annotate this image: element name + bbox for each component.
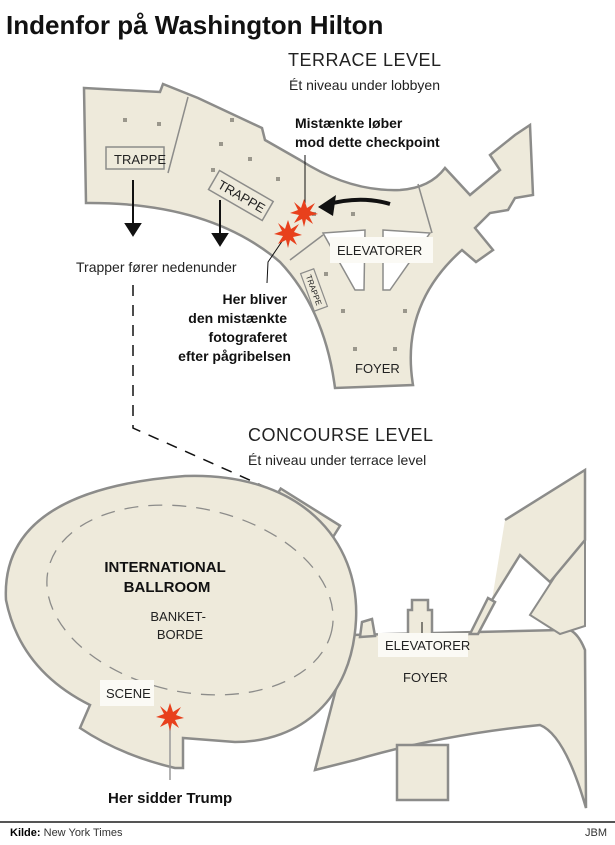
- stairs-note: Trapper fører nedenunder: [76, 259, 237, 275]
- terrace-stairs-1: [105, 146, 165, 170]
- stairs-down-arrows: [124, 180, 229, 247]
- arrow-down-icon: [211, 233, 229, 247]
- terrace-subheading: Ét niveau under lobbyen: [289, 77, 440, 93]
- checkpoint-annotation: Mistænkte løber mod dette checkpoint: [295, 115, 440, 150]
- starburst-icon: [290, 199, 318, 227]
- starburst-icon: [156, 703, 184, 731]
- photo-annotation: Her bliver den mistænkte fotograferet ef…: [178, 291, 291, 364]
- arrow-down-icon: [124, 223, 142, 237]
- arrow-head-icon: [318, 195, 336, 216]
- concourse-elevators-label: ELEVATORER: [385, 638, 470, 653]
- terrace-heading: TERRACE LEVEL: [288, 50, 442, 70]
- source-credit: Kilde: New York Times: [10, 827, 123, 839]
- incident-markers: [274, 199, 318, 248]
- concourse-heading: CONCOURSE LEVEL: [248, 425, 434, 445]
- concourse-subheading: Ét niveau under terrace level: [248, 452, 426, 468]
- stairs-connector-line: [132, 285, 273, 491]
- author-credit: JBM: [585, 827, 607, 839]
- terrace-stairs-3: [299, 268, 329, 312]
- banquet-tables-label: BANKET- BORDE: [150, 609, 209, 642]
- ballroom-label: INTERNATIONAL BALLROOM: [104, 559, 229, 596]
- terrace-foyer-label: FOYER: [355, 361, 400, 376]
- starburst-icon: [274, 220, 302, 248]
- trump-annotation: Her sidder Trump: [108, 790, 232, 807]
- terrace-floorplan: TRAPPE TRAPPE TRAPPE ELEVATORER FOYER: [82, 82, 535, 390]
- concourse-floorplan: TRAPPE ELEVATORER FOYER INTERNATIONAL BA…: [4, 467, 588, 809]
- terrace-stairs-1-label: TRAPPE: [114, 152, 166, 167]
- concourse-foyer-label: FOYER: [403, 670, 448, 685]
- terrace-stairs-2: [207, 169, 275, 222]
- page-title: Indenfor på Washington Hilton: [6, 10, 383, 40]
- terrace-elevators-label: ELEVATORER: [337, 243, 422, 258]
- international-ballroom: [4, 474, 358, 770]
- stage-label: SCENE: [106, 686, 151, 701]
